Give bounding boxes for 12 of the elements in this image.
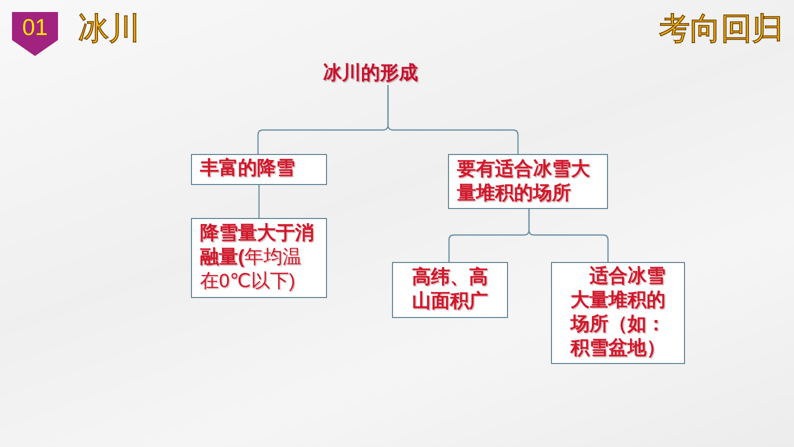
connector-line [387,85,519,154]
section-title: 冰川 [78,11,140,47]
section-tag: 考向回归 [659,11,783,47]
connector-line [258,185,260,218]
concept-box: 适合冰雪大量堆积的场所（如：积雪盆地） [551,262,685,364]
concept-box: 降雪量大于消融量(年均温在0℃以下) [191,218,327,298]
concept-box: 高纬、高山面积广 [392,262,508,318]
number-badge: 01 [12,12,58,56]
connector-line [528,209,609,262]
concept-box: 要有适合冰雪大量堆积的场所 [448,154,608,209]
topic-text: 冰川的形成 [323,63,418,85]
concept-box: 丰富的降雪 [191,154,327,185]
